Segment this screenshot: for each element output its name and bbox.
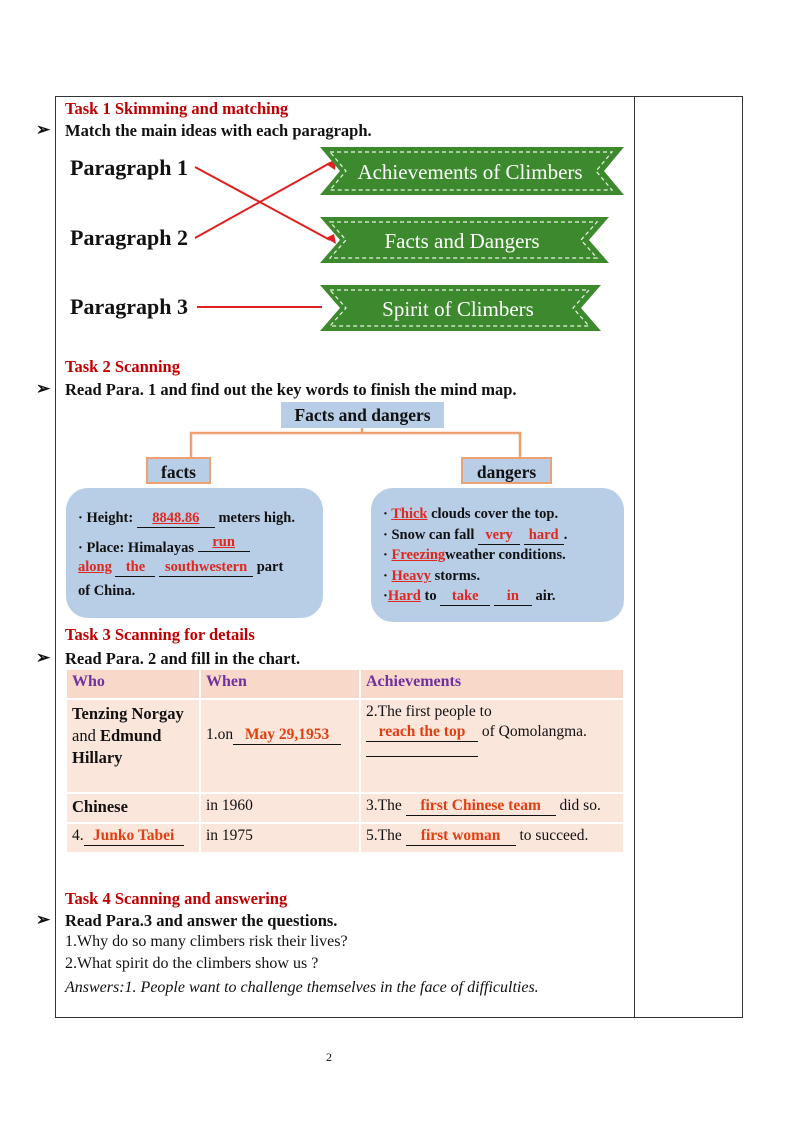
height-line: · Height: 8848.86 meters high. xyxy=(78,510,295,528)
question-2: 2.What spirit do the climbers show us ? xyxy=(65,955,319,972)
task1-title: Task 1 Skimming and matching xyxy=(65,99,289,118)
arrowhead-2 xyxy=(326,234,336,244)
table-header-row: Who When Achievements xyxy=(65,668,625,700)
matching-lines: Achievements of Climbers Facts and Dange… xyxy=(194,147,624,331)
bullet-arrow-icon: ➢ xyxy=(36,648,51,667)
table-column-divider xyxy=(634,96,635,1018)
mind-map-title: Facts and dangers xyxy=(281,402,444,428)
bullet-arrow-icon: ➢ xyxy=(36,910,51,929)
banner-spirit-text: Spirit of Climbers xyxy=(382,297,534,321)
question-1: 1.Why do so many climbers risk their liv… xyxy=(65,933,348,950)
banner-facts-dangers: Facts and Dangers xyxy=(320,217,609,263)
cell-when-3: in 1975 xyxy=(199,822,361,854)
paragraph-1-label: Paragraph 1 xyxy=(70,155,188,180)
cell-who-2: Chinese xyxy=(65,792,201,824)
facts-label: facts xyxy=(146,457,211,484)
task4-instruction: Read Para.3 and answer the questions. xyxy=(65,911,338,930)
along-line: along the southwestern part xyxy=(78,559,284,577)
danger-line-3: · Freezingweather conditions. xyxy=(383,547,566,563)
match-line-2-1 xyxy=(194,162,331,239)
bullet-arrow-icon: ➢ xyxy=(36,379,51,398)
banner-facts-dangers-text: Facts and Dangers xyxy=(384,229,539,253)
of-china-line: of China. xyxy=(78,583,136,599)
banner-achievements: Achievements of Climbers xyxy=(320,147,624,195)
cell-achievement-1: 2.The first people to reach the top of Q… xyxy=(359,698,625,794)
task1-instruction: Match the main ideas with each paragraph… xyxy=(65,121,372,140)
task2-title: Task 2 Scanning xyxy=(65,357,180,376)
paragraph-2-label: Paragraph 2 xyxy=(70,225,188,250)
cell-who-3: 4.Junko Tabei xyxy=(65,822,201,854)
match-line-1-2 xyxy=(194,166,331,241)
dangers-bubble: · Thick clouds cover the top. · Snow can… xyxy=(371,488,624,622)
task3-title: Task 3 Scanning for details xyxy=(65,625,255,644)
paragraph-3-label: Paragraph 3 xyxy=(70,294,188,319)
page-number: 2 xyxy=(326,1050,332,1064)
facts-bubble: · Height: 8848.86 meters high. · Place: … xyxy=(66,488,323,618)
header-achievements: Achievements xyxy=(359,668,625,700)
place-line: · Place: Himalayas run xyxy=(78,534,250,557)
table-row: 4.Junko Tabei in 1975 5.The first woman … xyxy=(65,822,625,854)
task3-instruction: Read Para. 2 and fill in the chart. xyxy=(65,649,301,668)
banner-achievements-text: Achievements of Climbers xyxy=(357,160,582,184)
table-row: Chinese in 1960 3.The first Chinese team… xyxy=(65,792,625,824)
answer-text: Answers:1. People want to challenge them… xyxy=(65,979,539,996)
mind-map-connectors xyxy=(189,428,522,458)
dangers-label: dangers xyxy=(461,457,552,484)
danger-line-5: ·Hard to take in air. xyxy=(383,588,556,606)
danger-line-1: · Thick clouds cover the top. xyxy=(383,506,559,522)
bullet-arrow-icon: ➢ xyxy=(36,120,51,139)
danger-line-4: · Heavy storms. xyxy=(383,568,481,584)
banner-spirit: Spirit of Climbers xyxy=(320,285,601,331)
cell-achievement-3: 5.The first woman to succeed. xyxy=(359,822,625,854)
cell-who-1: Tenzing Norgay and Edmund Hillary xyxy=(65,698,201,794)
danger-line-2: · Snow can fall very hard. xyxy=(383,527,568,545)
cell-when-2: in 1960 xyxy=(199,792,361,824)
achievements-table: Who When Achievements Tenzing Norgay and… xyxy=(65,668,625,854)
table-frame xyxy=(55,96,743,1018)
task2-instruction: Read Para. 1 and find out the key words … xyxy=(65,380,517,399)
cell-achievement-2: 3.The first Chinese team did so. xyxy=(359,792,625,824)
header-when: When xyxy=(199,668,361,700)
header-who: Who xyxy=(65,668,201,700)
task4-title: Task 4 Scanning and answering xyxy=(65,889,288,908)
